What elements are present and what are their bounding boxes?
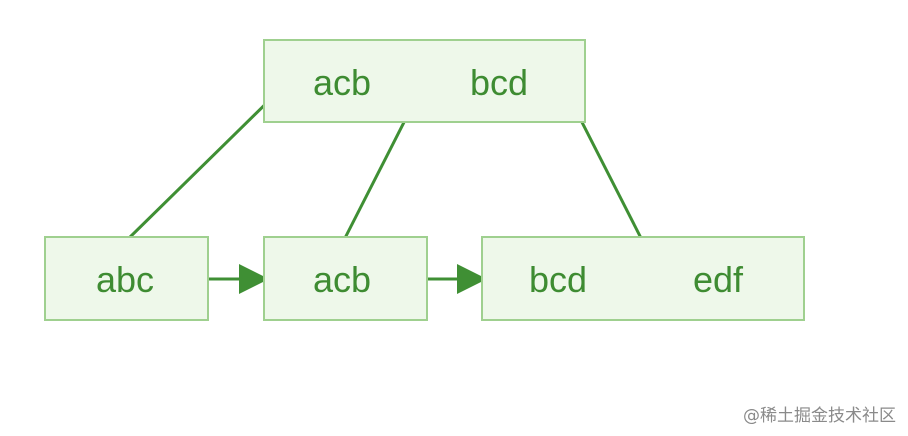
leaf-3-key-2: edf: [693, 259, 744, 300]
watermark: @稀土掘金技术社区: [743, 406, 896, 426]
leaf-1-key-1: abc: [96, 259, 155, 300]
root-key-1: acb: [313, 62, 372, 103]
root-key-2: bcd: [470, 62, 529, 103]
leaf-node-abc: abc: [44, 236, 209, 321]
root-node: acb bcd: [263, 39, 586, 123]
leaf-node-acb: acb: [263, 236, 428, 321]
leaf-node-bcd-edf: bcd edf: [481, 236, 805, 321]
edge-root-to-leaf-abc: [125, 81, 289, 242]
leaf-3-key-1: bcd: [529, 259, 588, 300]
leaf-2-key-1: acb: [313, 259, 372, 300]
